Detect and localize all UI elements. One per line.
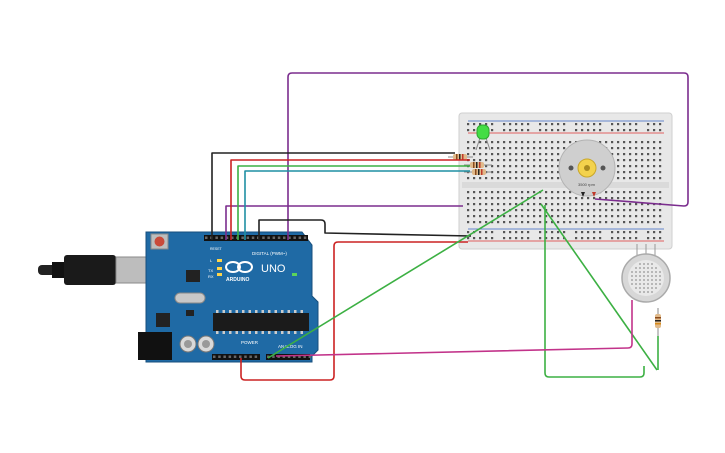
wire-purple-2[interactable]: [225, 205, 463, 240]
wire-black[interactable]: [211, 152, 455, 240]
dc-power-jack: [138, 332, 172, 360]
wire-green-a0[interactable]: [267, 189, 544, 359]
motor-rpm-label: 3500 rpm: [578, 182, 596, 187]
wire-red-5v[interactable]: [240, 241, 468, 381]
reset-label: RESET: [210, 247, 223, 251]
led-l-label: L: [210, 258, 213, 263]
board-model-label: UNO: [261, 263, 286, 275]
digital-header-label: DIGITAL (PWM~): [252, 251, 287, 256]
reset-button[interactable]: [154, 236, 165, 247]
wire-purple[interactable]: [287, 72, 689, 240]
atmega-chip: [213, 313, 309, 331]
resistor-3[interactable]: [464, 169, 492, 175]
wire-black-gnd[interactable]: [258, 219, 472, 240]
wire-teal[interactable]: [244, 170, 470, 240]
power-header-label: POWER: [241, 340, 259, 345]
board-brand-label: ARDUINO: [226, 277, 249, 283]
breadboard-holes: [467, 123, 662, 240]
digital-header: [204, 235, 308, 241]
wire-red[interactable]: [230, 159, 470, 240]
sensor-resistor[interactable]: [655, 308, 661, 336]
resistor-2[interactable]: [464, 162, 492, 168]
arduino-uno-board[interactable]: ARDUINO UNO DIGITAL (PWM~) ANALOG IN POW…: [38, 231, 319, 363]
analog-header-label: ANALOG IN: [278, 344, 303, 349]
green-led[interactable]: [475, 124, 491, 151]
round-sensor[interactable]: [621, 244, 671, 303]
tx-led-label: TX: [208, 268, 213, 273]
usb-cable-plug: [64, 255, 116, 285]
rx-led-label: RX: [208, 274, 214, 279]
wire-green-diag2[interactable]: [540, 203, 658, 371]
resistor-1[interactable]: [448, 154, 473, 160]
wires: [211, 72, 689, 381]
dc-motor[interactable]: 3500 rpm: [558, 139, 616, 197]
wire-magenta[interactable]: [275, 300, 633, 357]
wire-green-loop[interactable]: [544, 205, 645, 378]
wire-green[interactable]: [237, 165, 470, 240]
